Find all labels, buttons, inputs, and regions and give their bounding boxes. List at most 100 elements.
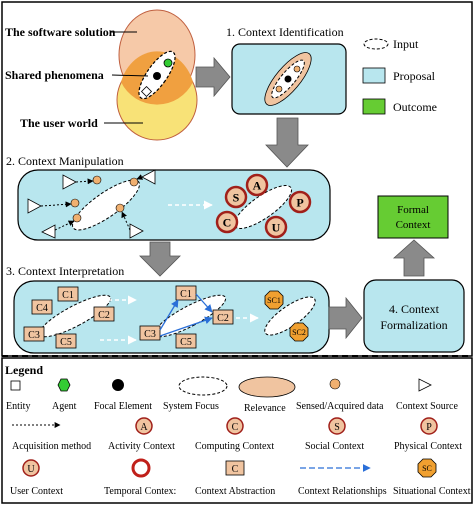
legend-focal-symbol bbox=[112, 379, 124, 391]
abstraction-box bbox=[139, 325, 161, 341]
legend-abstraction-label: Context Abstraction bbox=[195, 486, 275, 497]
situational-context-octagon bbox=[289, 322, 309, 342]
legend-frame bbox=[1, 357, 473, 504]
shared-leader-line bbox=[111, 74, 149, 77]
legend-sensed-symbol bbox=[329, 378, 341, 390]
focal-dot-step1 bbox=[284, 75, 292, 83]
context-source-icon bbox=[41, 224, 56, 239]
arrow-to-formalization bbox=[328, 296, 363, 340]
abstraction-label: C4 bbox=[36, 303, 48, 314]
abstraction-box bbox=[23, 326, 45, 342]
arrow-to-manipulation bbox=[265, 117, 309, 168]
sensed-dot bbox=[129, 177, 139, 187]
sensed-dot bbox=[72, 213, 82, 223]
context-source-icon bbox=[129, 223, 144, 239]
physical-context-circle bbox=[288, 190, 312, 214]
abstraction-label: C5 bbox=[180, 337, 192, 348]
legend-agent-label: Agent bbox=[52, 401, 77, 412]
social-context-circle bbox=[224, 185, 248, 209]
legend-acquisition-label: Acquisition method bbox=[12, 441, 91, 452]
legend-computing-symbol bbox=[226, 417, 244, 435]
abstraction-label: C3 bbox=[28, 330, 40, 341]
key-proposal-swatch bbox=[362, 67, 386, 84]
focal-element-dot bbox=[153, 72, 161, 80]
key-outcome-label: Outcome bbox=[393, 100, 437, 114]
legend-sym-sc: SC bbox=[422, 464, 432, 473]
abstraction-label: C2 bbox=[98, 310, 110, 321]
abstraction-box bbox=[212, 309, 234, 325]
user-context-circle bbox=[264, 215, 288, 239]
relationship-arrow bbox=[159, 316, 213, 337]
acquisition-arrow bbox=[136, 174, 144, 180]
relationship-arrow bbox=[195, 293, 213, 313]
legend-system-focus-label: System Focus bbox=[163, 401, 219, 412]
step1-title: 1. Context Identification bbox=[226, 25, 344, 39]
letter-u: U bbox=[272, 221, 281, 235]
formal-line1: Formal bbox=[397, 204, 429, 216]
acquisition-arrow bbox=[40, 201, 72, 208]
legend-relevance-symbol bbox=[238, 376, 296, 398]
context-circles: S A P C U bbox=[215, 173, 312, 239]
step2-title: 2. Context Manipulation bbox=[6, 154, 124, 168]
letter-a: A bbox=[253, 179, 262, 193]
letter-c: C bbox=[223, 216, 232, 230]
abstraction-label: C2 bbox=[217, 313, 229, 324]
legend-user-symbol bbox=[22, 459, 40, 477]
arrow-to-interpretation bbox=[139, 241, 181, 277]
abstraction-box bbox=[31, 299, 53, 315]
legend-sym-p: P bbox=[426, 422, 432, 433]
abstraction-label: C1 bbox=[180, 289, 192, 300]
abstraction-box bbox=[175, 285, 197, 301]
abstraction-label: C3 bbox=[144, 329, 156, 340]
arrow-to-formal-context bbox=[392, 239, 436, 277]
venn-diagram bbox=[104, 9, 198, 141]
legend-computing-label: Computing Context bbox=[195, 441, 274, 452]
situational-context-octagon bbox=[264, 290, 284, 310]
legend-title: Legend bbox=[5, 363, 43, 377]
legend-sym-s: S bbox=[334, 422, 340, 433]
legend-sensed-label: Sensed/Acquired data bbox=[296, 401, 384, 412]
sensed-dot-step1 bbox=[293, 65, 301, 73]
abstraction-box bbox=[57, 286, 79, 302]
formal-context-box bbox=[377, 195, 449, 239]
sensed-dot bbox=[70, 198, 80, 208]
abstraction-box bbox=[55, 333, 77, 349]
sensed-dot bbox=[115, 203, 125, 213]
legend-social-label: Social Context bbox=[305, 441, 364, 452]
legend-sym-u: U bbox=[27, 464, 35, 475]
legend-focal-label: Focal Element bbox=[94, 401, 152, 412]
key-input-symbol bbox=[363, 38, 389, 50]
acquisition-arrow bbox=[121, 211, 131, 231]
abstraction-boxes-right: C1 C2 C3 C5 bbox=[139, 285, 234, 349]
step4-line2: Formalization bbox=[380, 318, 447, 332]
arrow-to-identification bbox=[195, 56, 231, 98]
step4-line1: 4. Context bbox=[389, 302, 440, 316]
legend-relevance-label: Relevance bbox=[244, 403, 286, 414]
abstraction-boxes-left: C1 C4 C2 C3 C5 bbox=[23, 286, 115, 349]
legend-activity-symbol bbox=[135, 417, 153, 435]
key-input-label: Input bbox=[393, 37, 419, 51]
label-shared-phenomena: Shared phenomena bbox=[5, 68, 104, 82]
legend-situational-symbol bbox=[417, 458, 437, 478]
abstraction-label: C5 bbox=[60, 337, 72, 348]
entity-diamond bbox=[140, 85, 153, 98]
focus-ellipse-step2 bbox=[72, 179, 140, 231]
sensed-dot-step1b bbox=[275, 85, 283, 93]
legend-entity-symbol bbox=[10, 380, 21, 391]
legend-entity-label: Entity bbox=[6, 401, 30, 412]
label-software-solution: The software solution bbox=[5, 25, 116, 39]
agent-dot bbox=[163, 58, 173, 68]
formalization-box bbox=[363, 279, 465, 353]
legend-physical-symbol bbox=[420, 417, 438, 435]
sc1-label: SC1 bbox=[267, 296, 281, 305]
legend-abstraction-symbol bbox=[225, 460, 245, 476]
legend-sym-box: C bbox=[232, 464, 239, 475]
abstraction-box bbox=[93, 306, 115, 322]
key-outcome-swatch bbox=[362, 98, 386, 115]
sensed-dot bbox=[92, 175, 102, 185]
legend-context-source-label: Context Source bbox=[396, 401, 458, 412]
context-source-icon bbox=[27, 198, 42, 214]
legend-physical-label: Physical Context bbox=[394, 441, 462, 452]
legend-activity-label: Activity Context bbox=[108, 441, 175, 452]
key-proposal-label: Proposal bbox=[393, 69, 436, 83]
